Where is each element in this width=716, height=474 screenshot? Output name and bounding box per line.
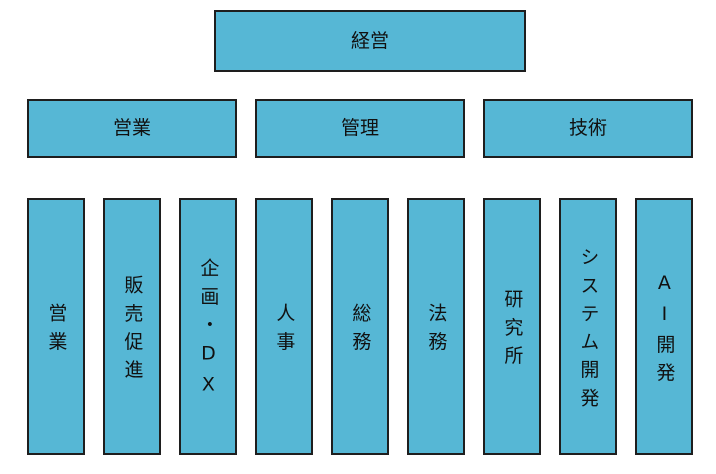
org-node-sales-dept-label: 営業	[45, 302, 68, 360]
org-node-ai-development-dept: AI開発	[635, 198, 693, 455]
org-node-legal-dept: 法務	[407, 198, 465, 455]
org-node-tech-division-label: 技術	[568, 117, 607, 140]
org-node-admin-division-label: 管理	[340, 117, 379, 140]
org-node-management-label: 経営	[350, 29, 389, 52]
org-node-sales-dept: 営業	[27, 198, 85, 455]
org-node-general-affairs-dept-label: 総務	[349, 302, 372, 360]
org-node-system-development-dept: システム開発	[559, 198, 617, 455]
org-node-legal-dept-label: 法務	[425, 302, 448, 360]
org-node-hr-dept-label: 人事	[273, 302, 296, 360]
org-node-sales-promotion-dept: 販売促進	[103, 198, 161, 455]
org-node-sales-division-label: 営業	[112, 117, 151, 140]
org-node-general-affairs-dept: 総務	[331, 198, 389, 455]
org-node-planning-dx-dept-label: 企画・DX	[197, 257, 220, 405]
org-node-ai-development-dept-label: AI開発	[653, 271, 676, 391]
org-node-planning-dx-dept: 企画・DX	[179, 198, 237, 455]
org-node-research-lab: 研究所	[483, 198, 541, 455]
org-node-management: 経営	[214, 10, 526, 72]
org-node-hr-dept: 人事	[255, 198, 313, 455]
org-node-system-development-dept-label: システム開発	[577, 246, 600, 416]
org-node-admin-division: 管理	[255, 99, 465, 158]
org-node-research-lab-label: 研究所	[501, 288, 524, 374]
org-node-sales-promotion-dept-label: 販売促進	[121, 274, 144, 388]
org-node-sales-division: 営業	[27, 99, 237, 158]
org-node-tech-division: 技術	[483, 99, 693, 158]
